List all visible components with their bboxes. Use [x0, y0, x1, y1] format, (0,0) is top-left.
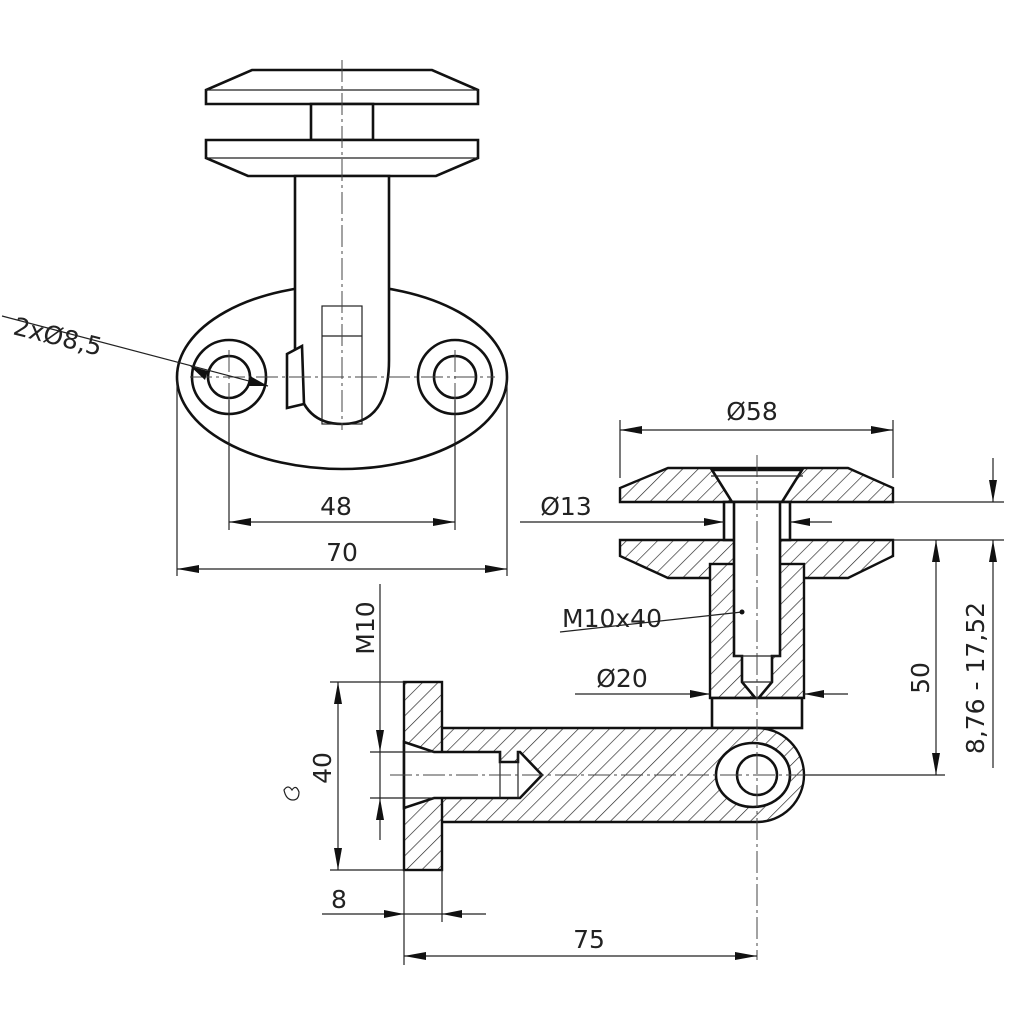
label-height: 50 [906, 662, 935, 694]
label-flange-thickness: 8 [331, 885, 347, 914]
label-post-diameter: Ø20 [596, 664, 648, 693]
label-bolt: M10x40 [562, 604, 662, 633]
label-hole-spacing: 48 [320, 492, 352, 521]
label-shaft-diameter: Ø13 [540, 492, 592, 521]
label-arm-length: 75 [573, 925, 605, 954]
section-view [283, 420, 1004, 965]
label-flange-height: 40 [308, 752, 337, 784]
label-top-diameter: Ø58 [726, 397, 778, 426]
front-view [1, 60, 509, 576]
label-base-width: 70 [326, 538, 358, 567]
label-glass-range: 8,76 - 17,52 [961, 602, 990, 754]
label-thread: M10 [351, 601, 380, 654]
label-holes: 2xØ8,5 [11, 312, 105, 362]
